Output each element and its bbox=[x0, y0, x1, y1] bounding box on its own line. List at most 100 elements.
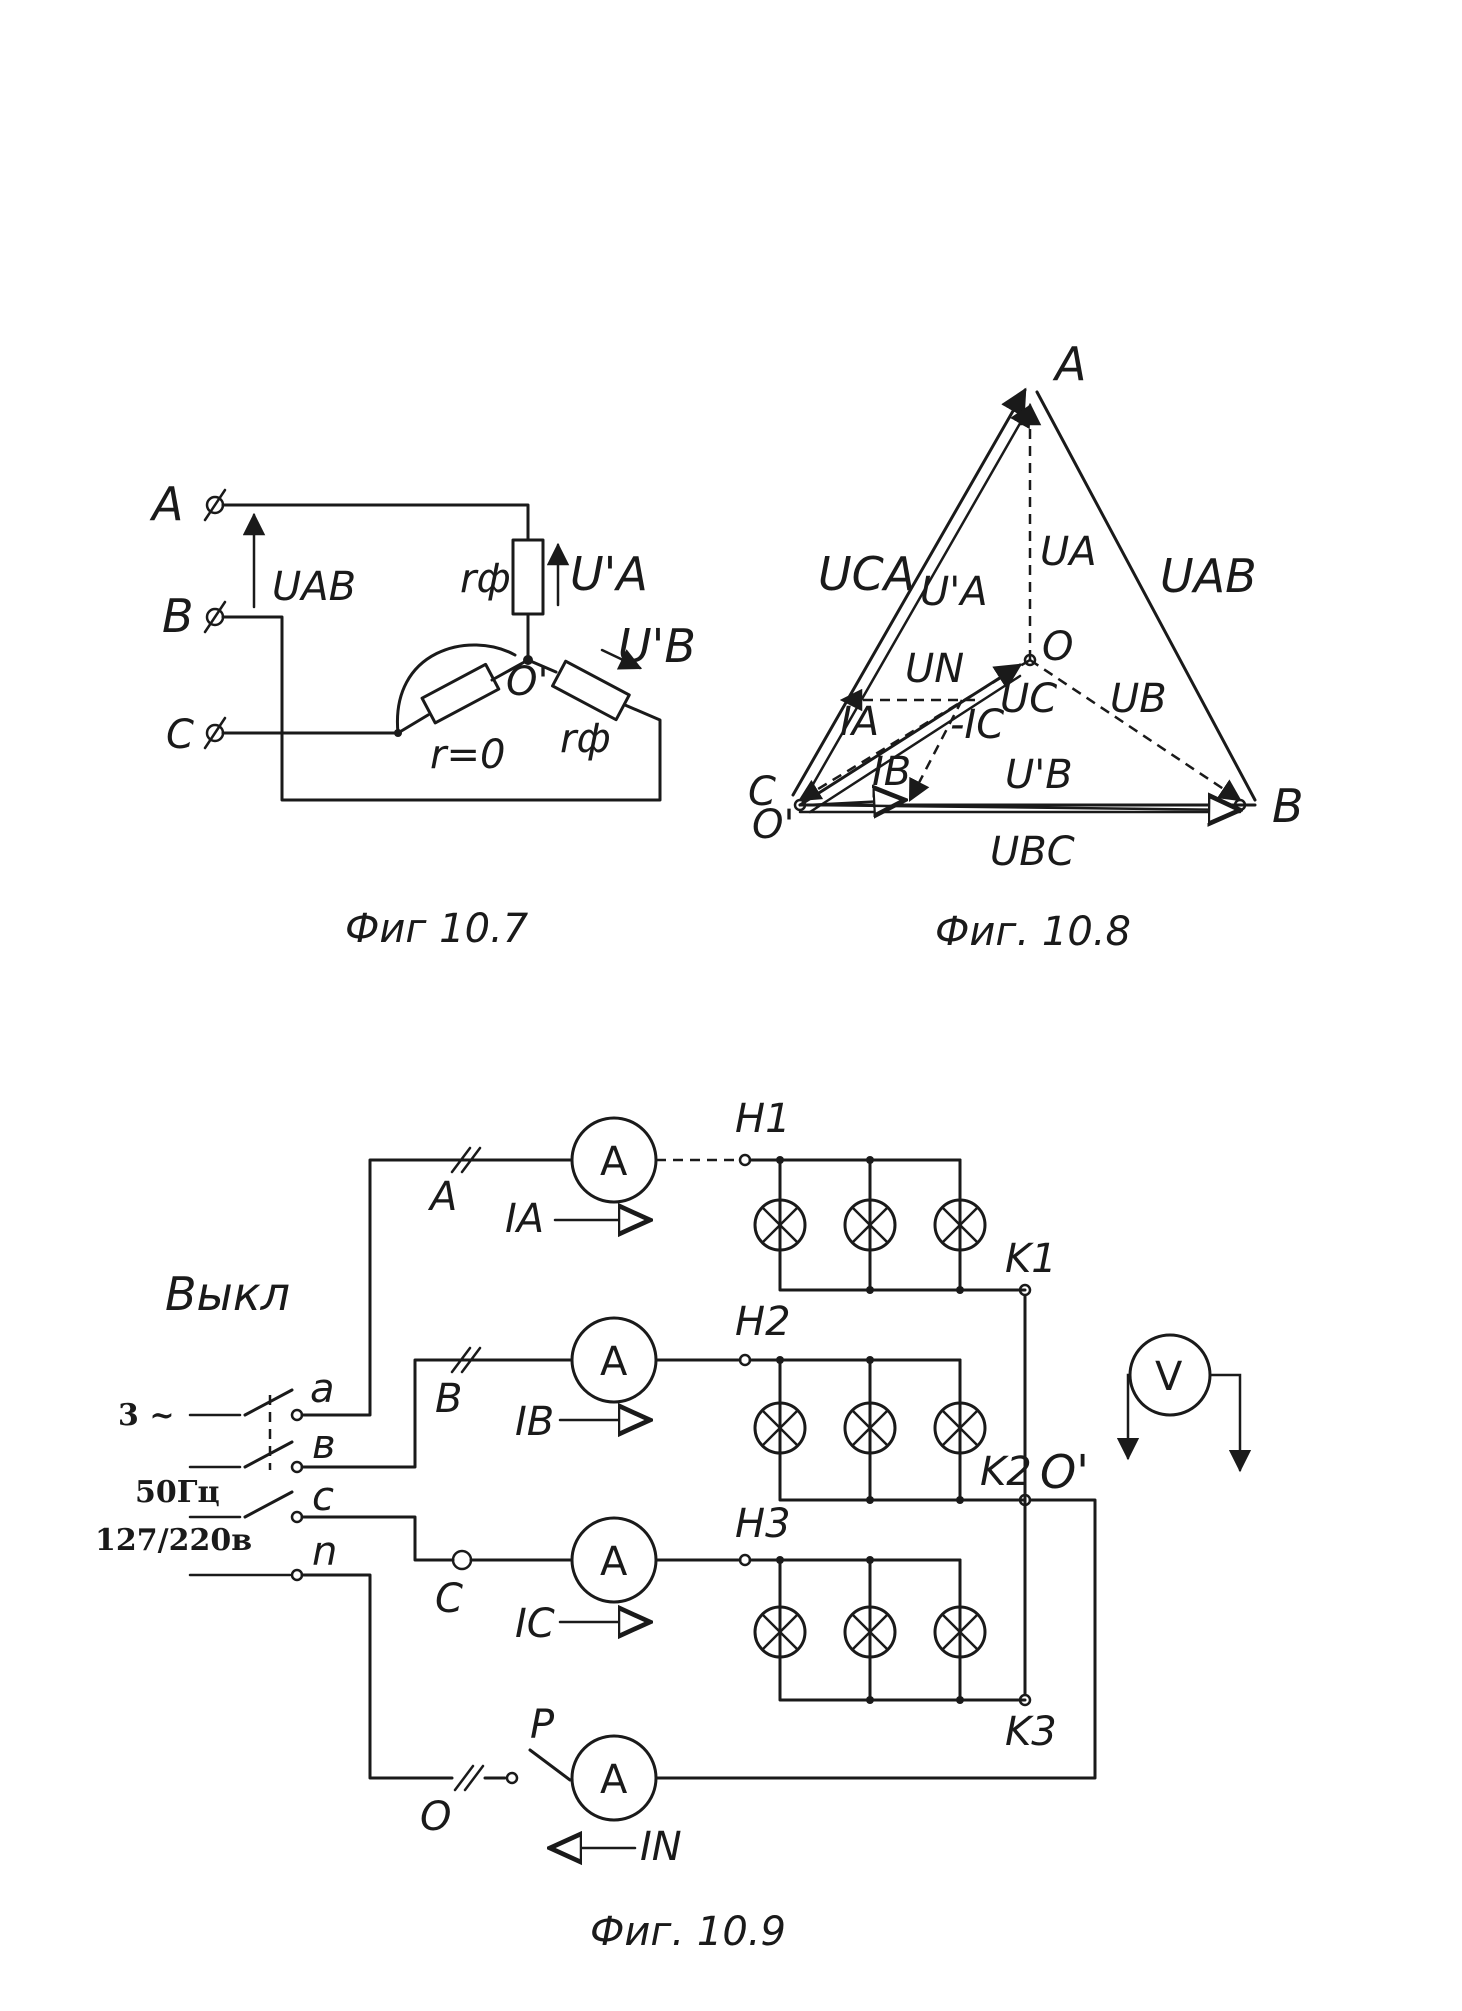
lamp-icon bbox=[753, 1198, 807, 1252]
fig9-label-k1: K1 bbox=[1005, 1236, 1057, 1282]
fig9-line-a: A bbox=[427, 1174, 457, 1220]
fig9-current-b: IB bbox=[515, 1399, 554, 1445]
fig8-label-ic: -IC bbox=[950, 702, 1004, 748]
fig9-wire-a bbox=[300, 1158, 447, 1417]
fig8-line-uca bbox=[791, 387, 1027, 797]
fig9-switch-p bbox=[528, 1748, 572, 1782]
fig7-label-r-top: rф bbox=[460, 556, 511, 602]
fig8-line-ua-prime bbox=[802, 404, 1032, 802]
fig9-line-o: O bbox=[420, 1794, 451, 1840]
fig9-wire-c bbox=[300, 1515, 455, 1562]
fig9-ammeter-a bbox=[570, 1116, 658, 1204]
fig8-dash-uc bbox=[798, 658, 1031, 802]
fig9-wire-b bbox=[300, 1358, 574, 1469]
lamp-icon bbox=[843, 1401, 897, 1455]
figure-10-9: 3 ~ 50Гц 127/220в Выкл a в c n A bbox=[95, 1096, 1252, 1955]
fig9-ammeter-n bbox=[570, 1734, 658, 1822]
figure-10-8: A B C O' O UCA UAB UBC U'A UA UN UC UB U… bbox=[748, 337, 1304, 955]
fig8-label-ua-prime: U'A bbox=[920, 569, 988, 615]
fig9-label-k3: K3 bbox=[1005, 1709, 1057, 1755]
fig9-ammeter-n-label: A bbox=[600, 1757, 628, 1803]
fig8-dash-ub bbox=[1029, 658, 1242, 802]
fig9-terminal-k2 bbox=[1018, 1493, 1032, 1507]
lamp-icon bbox=[933, 1198, 987, 1252]
fig9-label-p: P bbox=[530, 1702, 555, 1748]
fig9-terminal-c bbox=[451, 1549, 473, 1571]
fig9-wire-neutral-return bbox=[654, 1498, 1097, 1780]
fig8-label-uca: UCA bbox=[818, 547, 915, 601]
fig8-label-c: C bbox=[748, 769, 776, 815]
fig7-label-r-right: rф bbox=[560, 716, 611, 762]
fig9-terminal-k1 bbox=[1018, 1283, 1032, 1297]
fig7-wire-left-node bbox=[490, 658, 530, 682]
fig9-switch-b: в bbox=[312, 1422, 336, 1468]
lamp-icon bbox=[933, 1401, 987, 1455]
fig7-resistor-right bbox=[551, 659, 631, 722]
fig9-fuse-b bbox=[450, 1346, 482, 1374]
fig8-label-ub: UB bbox=[1110, 676, 1167, 722]
fig8-line-un bbox=[798, 663, 1023, 807]
fig7-wire-a bbox=[221, 503, 530, 542]
fig9-caption: Фиг. 10.9 bbox=[590, 1909, 786, 1955]
fig9-switch-label: Выкл bbox=[165, 1267, 290, 1321]
fig9-lamp-bank-1 bbox=[738, 1153, 1027, 1294]
lamp-icon bbox=[753, 1401, 807, 1455]
fig9-voltmeter-label: V bbox=[1155, 1354, 1183, 1400]
fig7-label-uab: UAB bbox=[272, 564, 356, 610]
fig8-label-o-prime: O' bbox=[752, 802, 794, 848]
fig9-current-a: IA bbox=[505, 1196, 544, 1242]
fig9-label-o-prime: O' bbox=[1040, 1445, 1089, 1499]
fig9-ammeter-c bbox=[570, 1516, 658, 1604]
fig9-ammeter-b-label: A bbox=[600, 1339, 628, 1385]
lamp-icon bbox=[753, 1605, 807, 1659]
fig9-supply-freq: 50Гц bbox=[135, 1475, 220, 1510]
fig7-label-c: C bbox=[166, 712, 194, 758]
fig7-label-ua: U'A bbox=[570, 547, 648, 601]
fig9-ammeter-c-label: A bbox=[600, 1539, 628, 1585]
fig8-line-ub-prime bbox=[806, 805, 1240, 810]
fig7-resistor-top bbox=[511, 538, 545, 616]
fig7-wire-right-node bbox=[526, 658, 558, 674]
fig8-label-b: B bbox=[1272, 779, 1304, 833]
fig9-fuse-a bbox=[450, 1146, 482, 1174]
fig8-label-uc: UC bbox=[1000, 676, 1057, 722]
fig7-label-a: A bbox=[149, 477, 183, 531]
fig8-center-o bbox=[1023, 653, 1037, 667]
fig7-label-ub: U'B bbox=[618, 619, 696, 673]
fig7-wire-left bbox=[396, 713, 430, 735]
fig9-switch-c: c bbox=[312, 1474, 334, 1520]
fig8-label-un: UN bbox=[905, 646, 964, 692]
fig8-label-o: O bbox=[1042, 624, 1073, 670]
fig7-short-arc bbox=[396, 643, 517, 735]
fig9-terminal-k3 bbox=[1018, 1693, 1032, 1707]
fig8-caption: Фиг. 10.8 bbox=[935, 909, 1131, 955]
fig9-line-c: C bbox=[435, 1576, 463, 1622]
fig9-label-h1: H1 bbox=[735, 1096, 791, 1142]
fig8-label-ib: IB bbox=[872, 749, 911, 795]
lamp-icon bbox=[843, 1198, 897, 1252]
fig7-node-dot bbox=[523, 655, 533, 665]
figure-10-7: A B C UAB rф U'A O' U'B r=0 rф bbox=[149, 477, 696, 952]
fig9-lamps bbox=[753, 1198, 987, 1659]
fig9-supply-voltage: 127/220в bbox=[95, 1523, 252, 1558]
lamp-icon bbox=[933, 1605, 987, 1659]
fig7-resistor-left bbox=[420, 662, 501, 725]
fig7-label-r-left: r=0 bbox=[430, 732, 505, 778]
fig8-line-uab bbox=[1035, 390, 1257, 802]
fig9-label-k2: K2 bbox=[980, 1449, 1032, 1495]
fig9-switch-a: a bbox=[310, 1366, 335, 1412]
fig9-ammeter-b bbox=[570, 1316, 658, 1404]
fig8-label-ua: UA bbox=[1040, 529, 1097, 575]
fig9-label-h2: H2 bbox=[735, 1299, 791, 1345]
fig9-switch-n: n bbox=[312, 1529, 337, 1575]
fig7-arrow-ub bbox=[600, 648, 643, 670]
fig9-fuse-n bbox=[453, 1764, 485, 1792]
fig9-supply-phase: 3 ~ bbox=[118, 1398, 174, 1433]
fig9-ammeter-a-label: A bbox=[600, 1139, 628, 1185]
fig7-caption: Фиг 10.7 bbox=[345, 906, 529, 952]
fig8-label-ub-prime: U'B bbox=[1005, 752, 1073, 798]
fig8-current-ic bbox=[908, 699, 964, 802]
fig9-current-c: IC bbox=[515, 1601, 555, 1647]
fig8-label-ubc: UBC bbox=[990, 829, 1075, 875]
